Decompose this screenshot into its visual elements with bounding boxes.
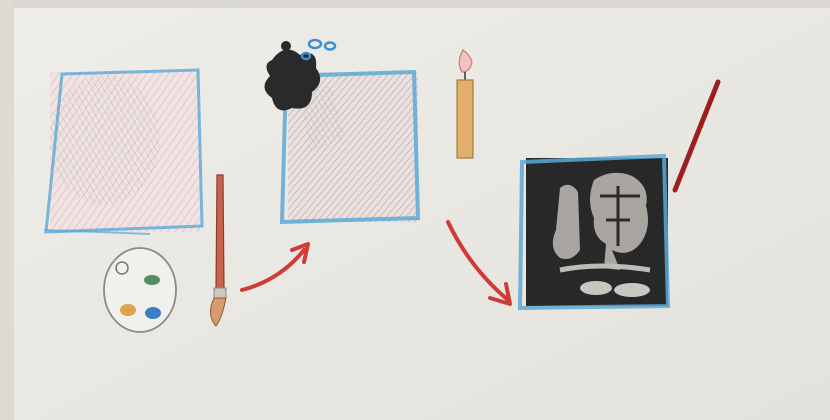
- colored-square-drawing: [44, 70, 202, 234]
- candle-icon: [457, 50, 473, 158]
- palette-icon: [104, 248, 176, 332]
- scratch-art-square-drawing: [520, 156, 668, 308]
